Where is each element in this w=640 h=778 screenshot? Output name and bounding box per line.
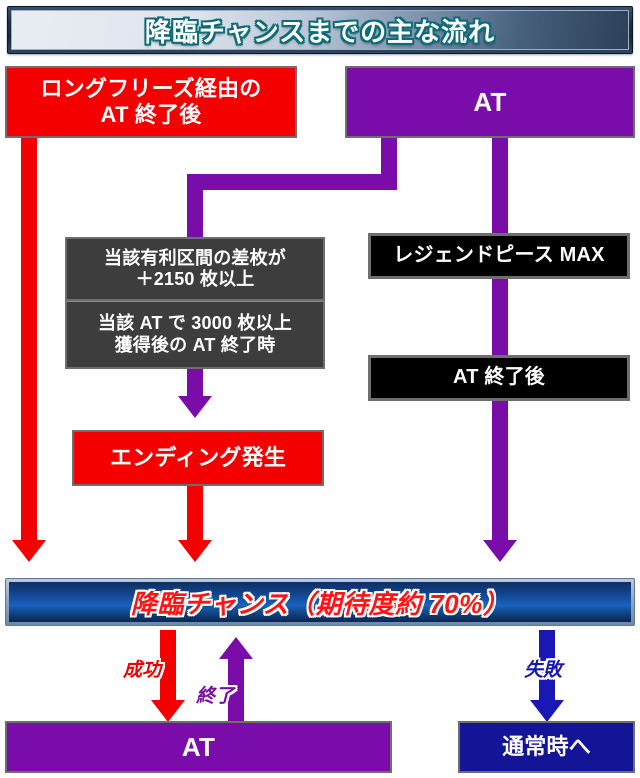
node-long-freeze: ロングフリーズ経由の AT 終了後 xyxy=(5,66,297,138)
arrowhead-at-to-chance xyxy=(483,540,517,562)
connector-conditions-to-ending xyxy=(187,368,203,398)
arrow-label-end: 終了 xyxy=(196,686,235,707)
arrowhead-chance-to-normal-fail xyxy=(530,700,564,722)
page-title: 降臨チャンスまでの主な流れ xyxy=(144,16,496,47)
node-condition-2: 当該 AT で 3000 枚以上 獲得後の AT 終了時 xyxy=(65,301,325,369)
connector-at-to-chance-end xyxy=(228,658,244,726)
node-ending: エンディング発生 xyxy=(72,430,324,486)
node-condition-1: 当該有利区間の差枚が ＋2150 枚以上 xyxy=(65,237,325,301)
node-at-bottom: AT xyxy=(5,721,392,773)
node-chance-banner-inner: 降臨チャンス（期待度約 70%） xyxy=(9,582,631,622)
connector-branch-to-conditions xyxy=(187,174,203,240)
node-legend-piece-max: レジェンドピース MAX xyxy=(368,233,630,279)
node-chance-banner: 降臨チャンス（期待度約 70%） xyxy=(5,578,635,626)
connector-ending-to-chance xyxy=(187,486,203,542)
arrow-label-fail: 失敗 xyxy=(524,660,563,681)
node-at-after-end: AT 終了後 xyxy=(368,355,630,401)
connector-chance-to-at-success xyxy=(160,630,176,706)
arrow-label-success: 成功 xyxy=(123,660,162,681)
connector-longfreeze-to-chance xyxy=(21,138,37,542)
arrowhead-at-to-chance-end xyxy=(219,637,253,659)
arrowhead-longfreeze-to-chance xyxy=(12,540,46,562)
node-normal-mode: 通常時へ xyxy=(458,721,635,773)
arrowhead-chance-to-at-success xyxy=(151,700,185,722)
arrowhead-ending-to-chance xyxy=(178,540,212,562)
arrowhead-conditions-to-ending xyxy=(178,396,212,418)
node-at-top: AT xyxy=(345,66,635,138)
connector-at-to-right-column xyxy=(492,138,508,542)
page-title-banner: 降臨チャンスまでの主な流れ xyxy=(7,6,633,54)
connector-chance-to-normal-fail xyxy=(539,630,555,706)
chance-banner-label: 降臨チャンス（期待度約 70%） xyxy=(130,588,510,619)
connector-at-branch-horizontal xyxy=(187,174,397,190)
page-title-banner-inner: 降臨チャンスまでの主な流れ xyxy=(11,10,629,50)
